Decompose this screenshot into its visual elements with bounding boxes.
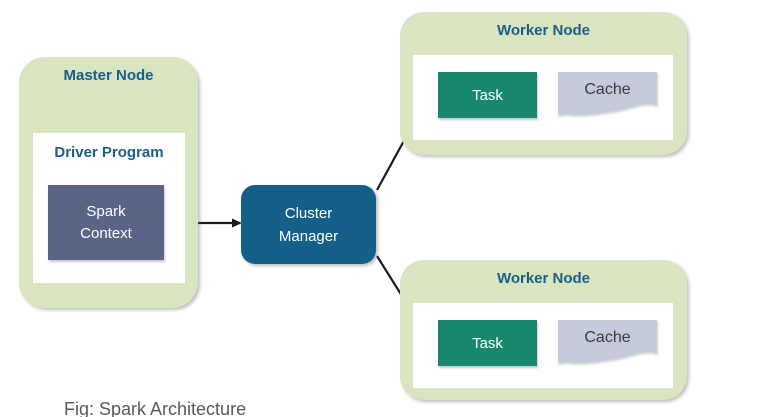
worker-node-1-panel: Task Cache <box>413 55 673 140</box>
cache-document-shape-1 <box>558 72 657 116</box>
worker-node-2-title: Worker Node <box>496 270 591 287</box>
master-node-title: Master Node <box>63 67 154 84</box>
worker-node-2-box: Worker Node Task Cache <box>400 260 687 400</box>
task-box-2: Task <box>438 320 537 366</box>
task-label-2: Task <box>472 334 503 352</box>
spark-context-label-line1: Spark <box>86 202 126 220</box>
spark-context-box: Spark Context <box>48 185 164 260</box>
task-label-1: Task <box>472 86 503 104</box>
figure-caption: Fig: Spark Architecture <box>64 399 247 417</box>
cache-shape-2: Cache <box>558 320 657 366</box>
cluster-manager-label-line2: Manager <box>278 227 339 245</box>
driver-program-title: Driver Program <box>54 144 164 161</box>
cluster-manager-box: Cluster Manager <box>241 185 376 264</box>
spark-context-label-line2: Context <box>80 224 132 242</box>
cache-shape-1: Cache <box>558 72 657 118</box>
task-box-1: Task <box>438 72 537 118</box>
driver-program-box: Driver Program Spark Context <box>33 133 185 283</box>
cache-label-1: Cache <box>584 81 631 98</box>
cluster-manager-label-line1: Cluster <box>284 204 333 222</box>
cache-label-2: Cache <box>584 329 631 346</box>
cache-document-shape-2 <box>558 320 657 364</box>
worker-node-1-box: Worker Node Task Cache <box>400 12 687 155</box>
worker-node-1-title: Worker Node <box>496 22 591 39</box>
worker-node-2-panel: Task Cache <box>413 303 673 388</box>
master-node-box: Master Node Driver Program Spark Context <box>19 57 198 308</box>
